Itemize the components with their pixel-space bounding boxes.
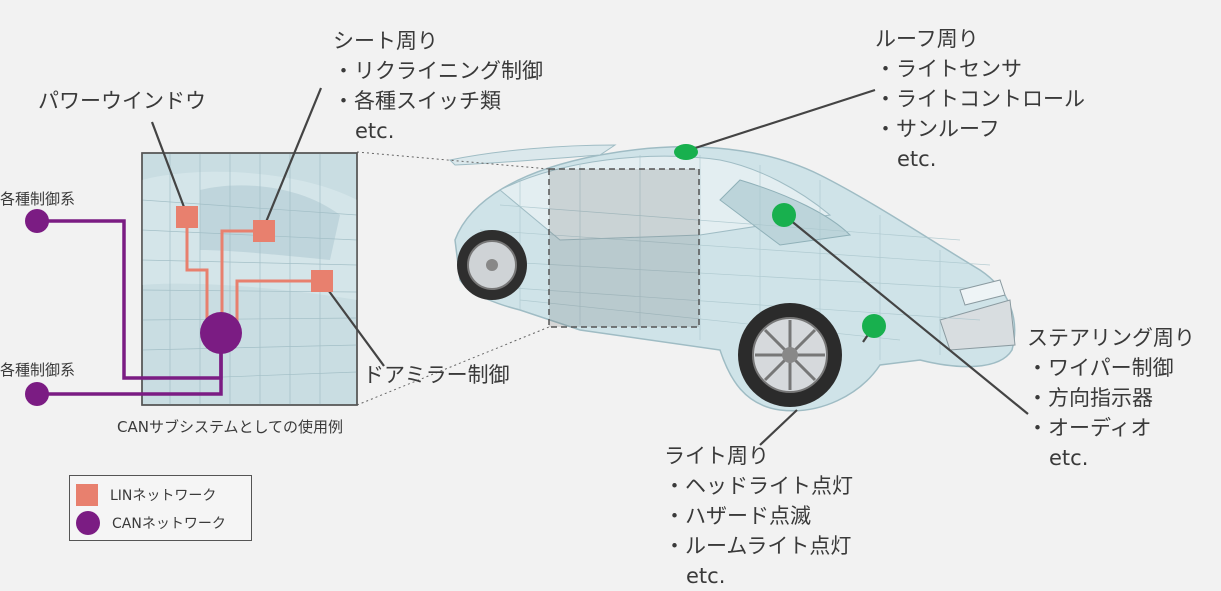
light-etc: etc.: [686, 564, 726, 588]
steering-group: ステアリング周り ・ワイパー制御 ・方向指示器 ・オーディオ etc.: [1027, 323, 1195, 473]
legend-lin: LINネットワーク: [76, 482, 216, 508]
roof-item: ・サンルーフ: [875, 117, 1000, 141]
inset-caption: CANサブシステムとしての使用例: [117, 418, 344, 436]
steering-item: ・オーディオ: [1027, 416, 1152, 440]
control-label-top: 各種制御系: [0, 190, 76, 208]
legend-lin-label: LINネットワーク: [110, 488, 217, 504]
steering-title: ステアリング周り: [1027, 326, 1195, 350]
leader-lines: [150, 87, 1029, 446]
can-legend-swatch: [76, 511, 100, 535]
seat-item: ・リクライニング制御: [333, 59, 543, 83]
light-item: ・ヘッドライト点灯: [664, 474, 853, 498]
lin-lines: [185, 217, 322, 330]
light-item: ・ルームライト点灯: [664, 534, 852, 558]
lin-node-seat: [253, 220, 275, 242]
lin-legend-swatch: [76, 484, 98, 506]
zoom-box: [548, 168, 700, 328]
seat-etc: etc.: [355, 119, 395, 143]
roof-group: ルーフ周り ・ライトセンサ ・ライトコントロール ・サンルーフ etc.: [875, 24, 1085, 174]
can-node-control-bottom: [25, 382, 49, 406]
car-grille: [939, 299, 1016, 351]
light-sensor-marker: [862, 314, 886, 338]
light-item: ・ハザード点滅: [664, 504, 811, 528]
control-label-bottom: 各種制御系: [0, 361, 76, 379]
lin-node-mirror: [311, 270, 333, 292]
steering-item: ・方向指示器: [1027, 386, 1153, 410]
roof-sensor-marker: [674, 144, 698, 160]
steering-item: ・ワイパー制御: [1027, 356, 1174, 380]
can-node-control-top: [25, 209, 49, 233]
roof-item: ・ライトセンサ: [875, 57, 1022, 81]
steering-etc: etc.: [1049, 446, 1089, 470]
seat-title: シート周り: [333, 29, 438, 53]
steering-sensor-marker: [772, 203, 796, 227]
legend-can: CANネットワーク: [76, 510, 226, 536]
legend-can-label: CANネットワーク: [112, 516, 226, 532]
mirror-label: ドアミラー制御: [363, 363, 510, 387]
car-illustration: [448, 144, 1016, 412]
roof-title: ルーフ周り: [875, 27, 979, 51]
seat-item: ・各種スイッチ類: [333, 89, 501, 113]
car-spoiler: [448, 144, 617, 166]
power-window-label: パワーウインドウ: [38, 89, 206, 113]
seat-group: シート周り ・リクライニング制御 ・各種スイッチ類 etc.: [333, 26, 543, 146]
legend: LINネットワーク CANネットワーク: [69, 475, 252, 541]
can-hub-node: [200, 312, 242, 354]
roof-etc: etc.: [897, 147, 937, 171]
light-title: ライト周り: [664, 444, 769, 468]
lin-node-power-window: [176, 206, 198, 228]
roof-item: ・ライトコントロール: [875, 87, 1085, 111]
light-group: ライト周り ・ヘッドライト点灯 ・ハザード点滅 ・ルームライト点灯 etc.: [664, 441, 853, 591]
